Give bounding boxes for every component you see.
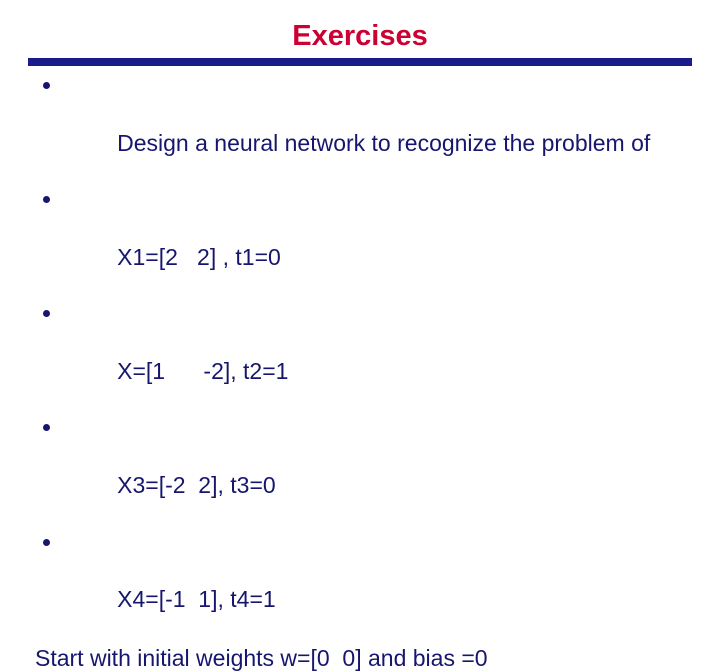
- list-item: Design a neural network to recognize the…: [34, 72, 694, 185]
- list-item: X1=[2 2] , t1=0: [34, 186, 694, 299]
- list-item-label: Design a neural network to recognize the…: [117, 129, 651, 156]
- list-item: X=[1 -2], t2=1: [34, 300, 694, 413]
- list-item-label: X=[1 -2], t2=1: [117, 357, 289, 384]
- closing-line: Start with initial weights w=[0 0] and b…: [35, 644, 488, 671]
- list-item-label: X4=[-1 1], t4=1: [117, 586, 276, 613]
- page-title: Exercises: [292, 20, 428, 52]
- bullet-list: Design a neural network to recognize the…: [34, 72, 694, 642]
- bullet-dot-icon: [43, 196, 50, 204]
- title-divider: [28, 58, 692, 66]
- slide-body: Design a neural network to recognize the…: [34, 72, 694, 672]
- bullet-dot-icon: [43, 310, 50, 318]
- list-item: X3=[-2 2], t3=0: [34, 414, 694, 527]
- list-item-label: X1=[2 2] , t1=0: [117, 243, 281, 270]
- list-item: X4=[-1 1], t4=1: [34, 529, 694, 642]
- bullet-dot-icon: [43, 82, 50, 89]
- slide: Exercises Design a neural network to rec…: [28, 20, 692, 671]
- bullet-dot-icon: [43, 424, 50, 432]
- list-item-label: X3=[-2 2], t3=0: [117, 471, 276, 498]
